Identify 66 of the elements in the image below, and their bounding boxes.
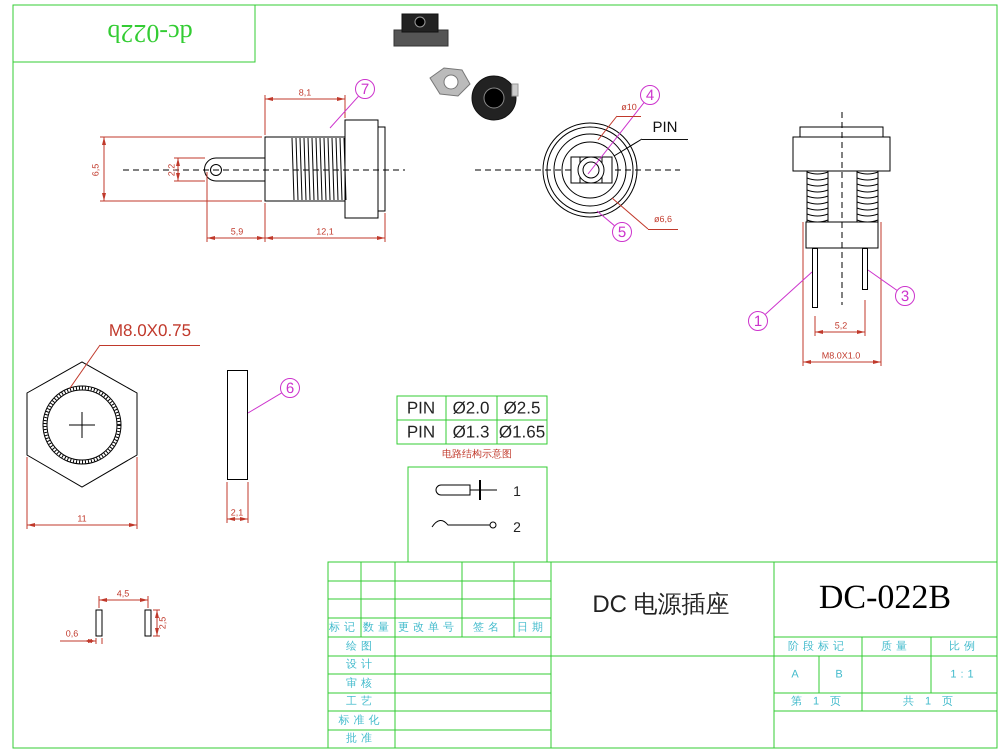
title-block-text: 质量 bbox=[881, 642, 911, 652]
callout-number: 4 bbox=[640, 85, 660, 105]
title-block-text: 审核 bbox=[346, 678, 376, 690]
dimension-text: 6,5 bbox=[92, 164, 100, 176]
dimension-text: 0,6 bbox=[66, 630, 78, 638]
dimension-text: M8.0X1.0 bbox=[822, 352, 860, 360]
title-block-text: 标记 bbox=[329, 622, 359, 634]
diagram-caption: 电路结构示意图 bbox=[442, 450, 512, 460]
title-block-text: 更改单号 bbox=[398, 622, 458, 634]
callout-number: 3 bbox=[895, 286, 915, 306]
dimension-text: 11 bbox=[77, 514, 87, 524]
terminal-pin bbox=[862, 248, 868, 290]
table-text: Ø1.65 bbox=[498, 424, 546, 440]
title-block-text: 设计 bbox=[346, 660, 376, 670]
leader-line bbox=[596, 210, 615, 226]
title-block-text: 工艺 bbox=[346, 696, 376, 708]
table-text: Ø2.0 bbox=[452, 400, 490, 416]
title-block-text: 共 1 页 bbox=[902, 696, 958, 708]
title-block-text: 签名 bbox=[473, 622, 503, 634]
callout-number: 5 bbox=[612, 222, 632, 242]
leader-line bbox=[70, 344, 100, 388]
callout-number: 1 bbox=[748, 311, 768, 331]
washer-side-view bbox=[227, 370, 248, 480]
dimension-text: 2,2 bbox=[168, 164, 176, 176]
table-text: Ø1.3 bbox=[452, 424, 490, 440]
model-number-text: DC-022B bbox=[818, 581, 952, 615]
title-block-text: 数量 bbox=[363, 622, 393, 634]
leader-line bbox=[588, 102, 644, 174]
callout-label: ø6,6 bbox=[648, 215, 678, 230]
title-block-text: 第 1 页 bbox=[790, 696, 846, 708]
leader-line bbox=[868, 270, 898, 291]
terminal-pin bbox=[812, 248, 818, 308]
dimension-text: 5,9 bbox=[230, 228, 244, 236]
leader-line bbox=[764, 272, 812, 315]
dimension-text: 8,1 bbox=[298, 88, 312, 98]
dimension-text: 5,2 bbox=[834, 322, 848, 330]
dimension-text: 2,1 bbox=[230, 508, 244, 518]
table-text: PIN bbox=[406, 424, 436, 440]
title-block-text: 1:1 bbox=[950, 670, 978, 680]
leader-line bbox=[614, 138, 642, 156]
callout-label: PIN bbox=[642, 120, 688, 140]
callout-number: 6 bbox=[280, 378, 300, 398]
title-block-text: 阶段标记 bbox=[788, 642, 848, 652]
title-block-text: 标准化 bbox=[338, 716, 384, 726]
callout-label: M8.0X0.75 bbox=[100, 322, 200, 346]
pin-number: 2 bbox=[513, 520, 521, 534]
title-block-text: 日期 bbox=[517, 622, 547, 634]
callout-number: 7 bbox=[355, 79, 375, 99]
title-block-text: 绘图 bbox=[346, 642, 376, 652]
title-block-text: A bbox=[791, 670, 803, 680]
dimension-text: 4,5 bbox=[116, 590, 130, 598]
leader-line bbox=[598, 116, 618, 140]
callout-label: ø10 bbox=[617, 103, 641, 117]
title-block-text: 批准 bbox=[346, 734, 376, 744]
leader-line bbox=[612, 198, 648, 230]
dimension-text: 12,1 bbox=[316, 228, 334, 236]
table-text: Ø2.5 bbox=[504, 400, 540, 416]
leader-line bbox=[330, 96, 359, 128]
title-block-text: B bbox=[835, 670, 847, 680]
title-block-text: 比例 bbox=[949, 642, 979, 652]
table-text: PIN bbox=[406, 400, 436, 416]
drawing-number-text: dc-022b bbox=[107, 20, 193, 46]
dimension-text: 2,5 bbox=[158, 616, 168, 630]
leader-line bbox=[248, 392, 282, 414]
product-name-text: DC 电源插座 bbox=[592, 593, 730, 617]
pin-number: 1 bbox=[513, 484, 521, 498]
